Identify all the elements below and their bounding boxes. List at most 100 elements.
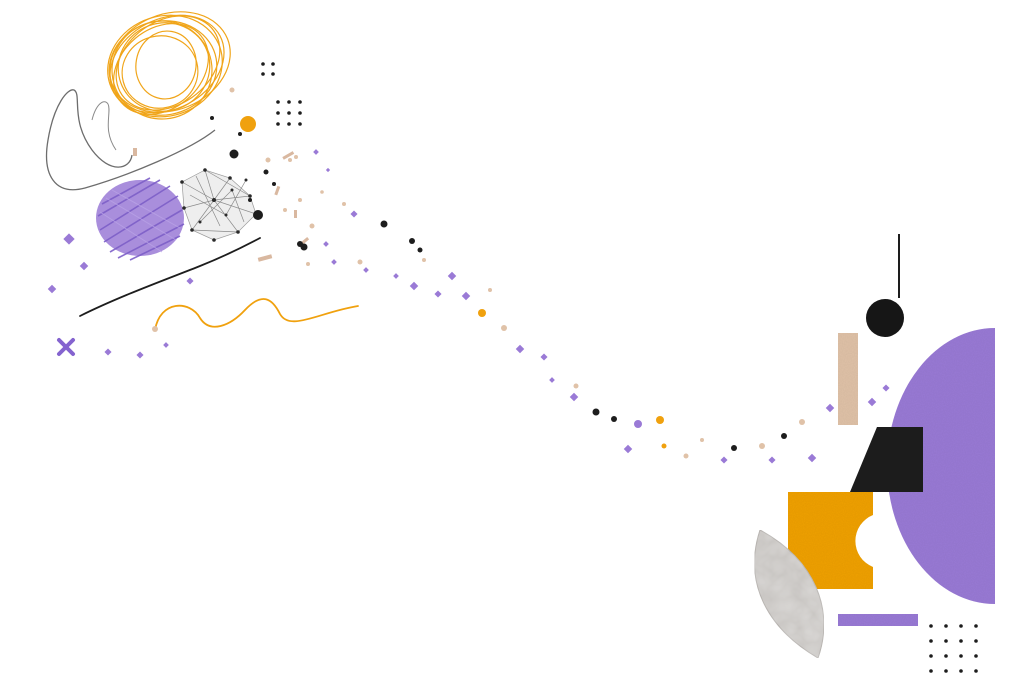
trail-particle: [768, 456, 776, 464]
trail-particle: [573, 383, 579, 389]
grid-dot: [929, 639, 933, 643]
grid-dot: [287, 111, 291, 115]
trail-particle: [186, 277, 194, 285]
trail-particle: [731, 445, 737, 451]
grid-dot: [974, 624, 978, 628]
trail-particle: [417, 247, 423, 253]
grid-dot: [959, 639, 963, 643]
grid-dot: [929, 624, 933, 628]
trail-particle: [759, 443, 765, 449]
grid-dot: [298, 111, 302, 115]
trail-particle: [867, 397, 877, 407]
trail-particle: [393, 273, 399, 279]
trail-particle: [229, 87, 235, 93]
trail-particle: [515, 344, 525, 354]
purple-bar: [838, 614, 918, 626]
trail-particle: [47, 284, 57, 294]
trail-particle: [240, 116, 256, 132]
trail-particle: [300, 243, 308, 251]
trail-particle: [634, 420, 642, 428]
trail-particle: [661, 443, 667, 449]
trail-particle: [306, 262, 310, 266]
black-circle: [866, 299, 904, 337]
trail-particle: [611, 416, 617, 422]
trail-particle: [781, 433, 787, 439]
orange-cutout-block: [788, 492, 873, 589]
grid-dot: [929, 654, 933, 658]
trail-particle: [540, 353, 548, 361]
network-nodes: [180, 168, 263, 242]
trail-particle: [422, 258, 426, 262]
grid-dot: [959, 654, 963, 658]
trail-particle: [323, 241, 329, 247]
trail-particle: [342, 202, 346, 206]
trail-particle: [136, 351, 144, 359]
trail-particle: [283, 208, 287, 212]
trail-particle: [807, 453, 817, 463]
grid-dot: [287, 100, 291, 104]
trail-particle: [409, 281, 419, 291]
grid-dot: [261, 72, 265, 76]
trail-particle: [163, 342, 169, 348]
trail-particle: [79, 261, 89, 271]
grid-dot: [276, 122, 280, 126]
trail-particle: [882, 384, 890, 392]
grid-dot: [944, 654, 948, 658]
trail-particle: [331, 259, 337, 265]
trail-particle: [656, 416, 664, 424]
trail-particle: [380, 220, 388, 228]
trail-particle: [248, 198, 252, 202]
trail-particle: [325, 167, 331, 173]
purple-scribble: [96, 177, 185, 261]
trail-particle: [363, 267, 369, 273]
trail-particle: [210, 116, 214, 120]
grid-dot: [974, 639, 978, 643]
grid-dot: [276, 100, 280, 104]
grid-dot: [974, 654, 978, 658]
trail-particle: [569, 392, 579, 402]
trail-particle: [683, 453, 689, 459]
trail-particle: [309, 223, 315, 229]
trail-particle: [288, 158, 292, 162]
particle-trail: [47, 87, 912, 464]
grid-dot: [271, 62, 275, 66]
grid-dot: [298, 122, 302, 126]
trail-particle: [409, 238, 415, 244]
trail-particle: [488, 288, 492, 292]
trail-particle: [799, 419, 805, 425]
trail-particle: [320, 190, 324, 194]
trail-particle: [478, 309, 486, 317]
trail-particle: [263, 169, 269, 175]
trail-particle: [623, 444, 633, 454]
trail-particle: [294, 155, 298, 159]
trail-particle: [592, 408, 600, 416]
trail-particle: [63, 233, 75, 245]
grid-dot: [944, 624, 948, 628]
grid-dot: [271, 72, 275, 76]
trail-particle: [700, 438, 704, 442]
trail-particle: [272, 182, 276, 186]
trail-particle: [357, 259, 363, 265]
trail-particle: [104, 348, 112, 356]
grid-dot: [944, 669, 948, 673]
trail-particle: [447, 271, 457, 281]
grid-dot: [929, 669, 933, 673]
grid-dot: [959, 624, 963, 628]
grey-loop-line: [46, 89, 216, 191]
wave-end-dot: [152, 326, 158, 332]
trail-particle: [265, 157, 271, 163]
trail-particle: [298, 198, 302, 202]
black-trapezoid: [850, 427, 923, 492]
half-circle: [887, 328, 995, 604]
dot-grids: [261, 62, 978, 673]
orange-scribble: [107, 11, 231, 120]
grid-dot: [944, 639, 948, 643]
grid-dot: [298, 100, 302, 104]
grid-dot: [974, 669, 978, 673]
black-curve-line: [79, 237, 261, 317]
trail-particle: [434, 290, 442, 298]
trail-particle: [313, 149, 319, 155]
grey-leaf: [754, 529, 825, 659]
